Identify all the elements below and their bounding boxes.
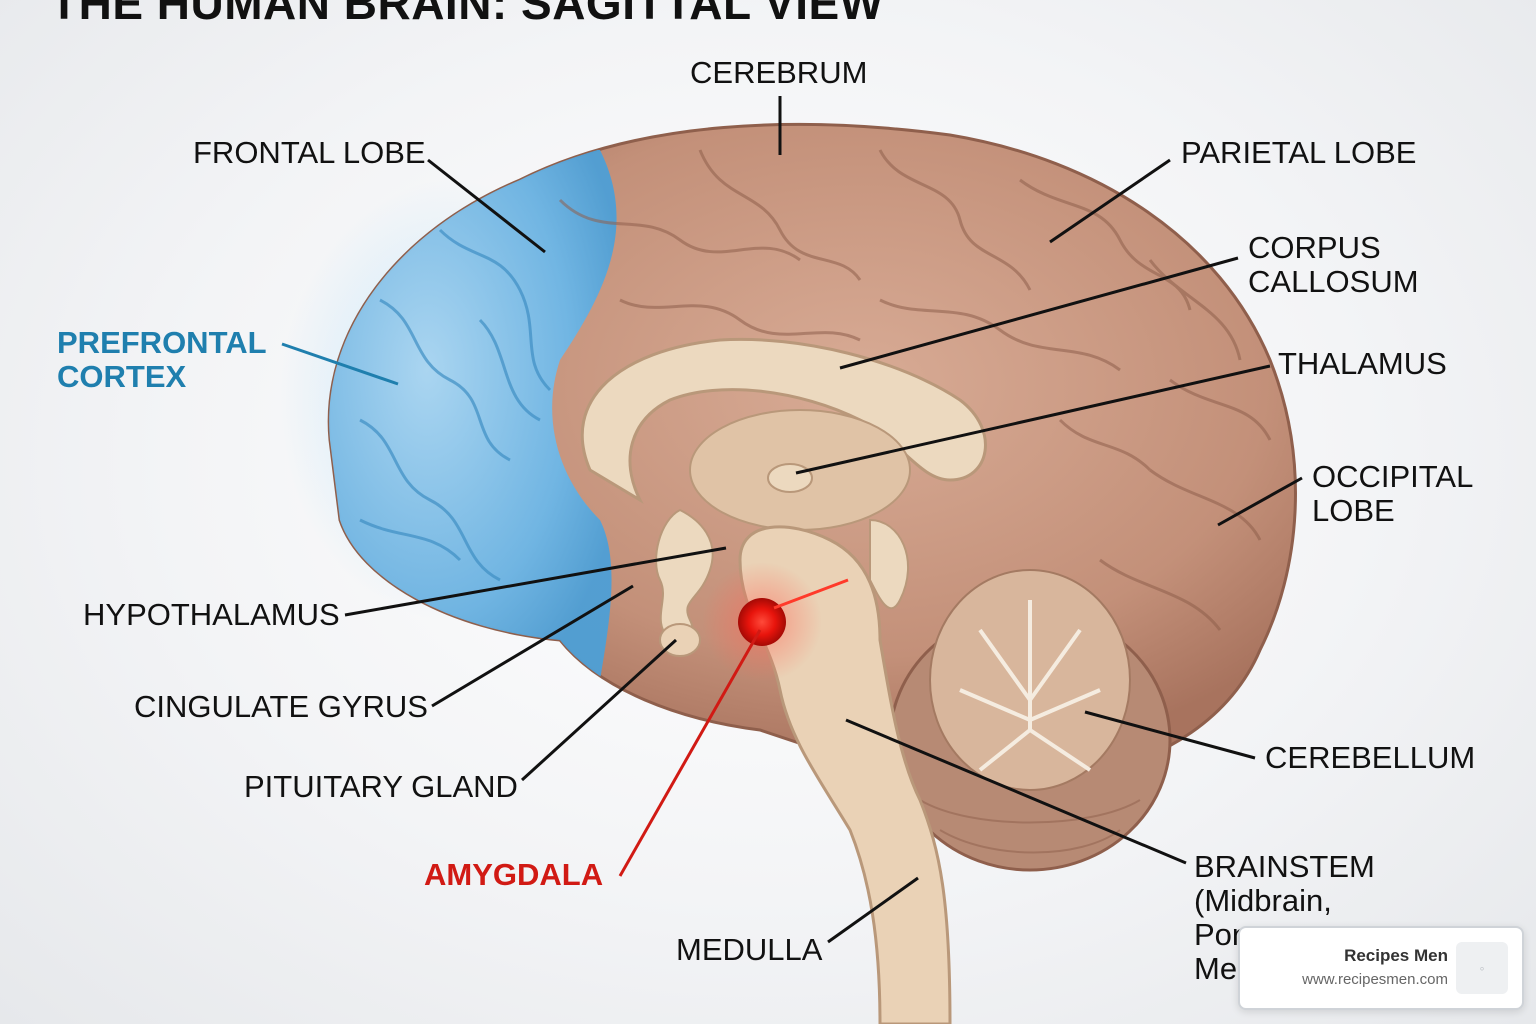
label-prefrontal-cortex: PREFRONTAL CORTEX [57,325,267,394]
leader-prefrontal-cortex [281,342,399,386]
thalamus-nucleus [767,463,813,493]
label-occipital-lobe: OCCIPITAL LOBE [1312,459,1474,528]
label-thalamus: THALAMUS [1278,346,1447,381]
leader-cerebellum [1084,710,1256,760]
diagram-title: THE HUMAN BRAIN: SAGITTAL VIEW [50,0,884,29]
leader-amygdala [618,629,762,877]
watermark-badge[interactable]: Recipes Men www.recipesmen.com ◦ [1238,926,1524,1010]
leader-medulla [827,876,919,944]
label-medulla: MEDULLA [676,932,823,967]
leader-thalamus [795,364,1271,475]
corpus-callosum-shape [580,337,987,504]
pituitary-gland-shape [659,623,701,657]
leader-cingulate-gyrus [431,584,634,708]
label-cingulate-gyrus: CINGULATE GYRUS [134,689,428,724]
cerebellum-shape [888,569,1172,872]
label-pituitary-gland: PITUITARY GLAND [244,769,518,804]
amygdala-accent-line [773,578,849,610]
gyri-folds [558,149,1272,631]
prefrontal-folds [359,228,552,582]
leader-corpus-callosum [839,256,1239,370]
leader-parietal-lobe [1049,158,1171,244]
leader-hypothalamus [344,546,727,617]
label-hypothalamus: HYPOTHALAMUS [83,597,340,632]
label-corpus-callosum: CORPUS CALLOSUM [1248,230,1419,299]
prefrontal-cortex-region [329,150,617,700]
midbrain-shape [869,518,910,610]
leader-frontal-lobe [427,158,546,254]
label-frontal-lobe: FRONTAL LOBE [193,135,426,170]
label-amygdala: AMYGDALA [424,857,604,892]
watermark-url: www.recipesmen.com [1302,971,1448,988]
leader-lines [344,96,1303,944]
label-cerebellum: CEREBELLUM [1265,740,1476,775]
amygdala-shape [738,598,786,646]
label-cerebrum: CEREBRUM [690,55,868,90]
watermark-logo-icon: ◦ [1456,942,1508,994]
leader-brainstem [845,718,1187,865]
leader-pituitary-gland [520,638,678,782]
label-parietal-lobe: PARIETAL LOBE [1181,135,1417,170]
watermark-name: Recipes Men [1344,946,1448,965]
leader-occipital-lobe [1217,476,1303,527]
